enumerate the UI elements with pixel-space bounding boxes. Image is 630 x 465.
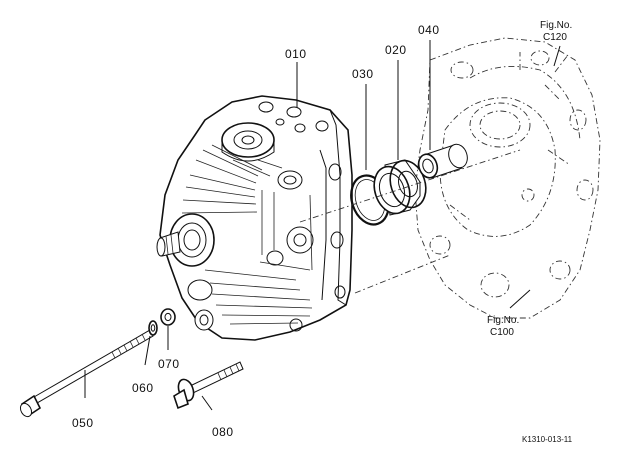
label-part-010: 010 — [285, 47, 307, 61]
center-axis — [299, 149, 521, 223]
label-part-030: 030 — [352, 67, 374, 81]
fig-ref-c100-code: C100 — [490, 327, 514, 338]
long-bolt-050 — [19, 329, 154, 418]
fig-ref-c100-prefix: Fig.No. — [487, 315, 519, 326]
fig-ref-c120-prefix: Fig.No. — [540, 20, 572, 31]
bolt-axis-upper — [354, 254, 451, 294]
leader-lines — [84, 40, 561, 411]
label-part-080: 080 — [212, 425, 234, 439]
mating-housing-c100-c120 — [414, 37, 601, 319]
drawing-code: K1310-013-11 — [522, 435, 573, 444]
label-part-050: 050 — [72, 416, 94, 430]
flange-bolt-080 — [173, 361, 244, 410]
bushing-040 — [417, 143, 468, 179]
transmission-case — [156, 95, 353, 341]
label-part-060: 060 — [132, 381, 154, 395]
fig-ref-c120-code: C120 — [543, 32, 567, 43]
label-part-040: 040 — [418, 23, 440, 37]
label-part-070: 070 — [158, 357, 180, 371]
spring-washer-060 — [148, 320, 158, 336]
washer-070 — [160, 308, 176, 326]
bearing-020 — [373, 159, 427, 216]
label-part-020: 020 — [385, 43, 407, 57]
